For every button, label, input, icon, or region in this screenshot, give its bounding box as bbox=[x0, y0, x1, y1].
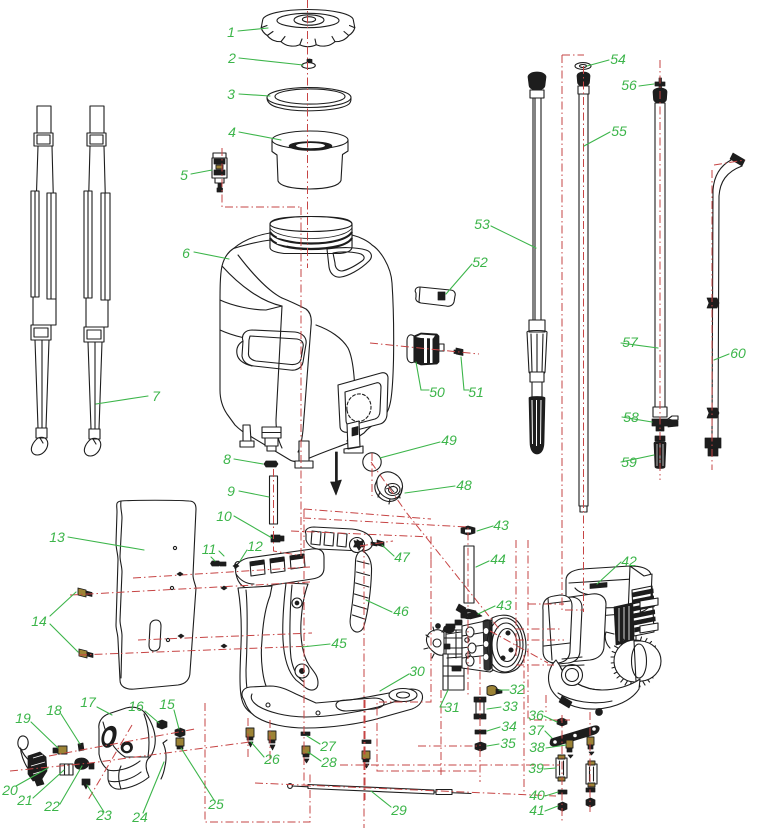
svg-text:13: 13 bbox=[49, 529, 65, 545]
svg-text:57: 57 bbox=[622, 334, 639, 350]
svg-text:1: 1 bbox=[227, 24, 235, 40]
svg-text:41: 41 bbox=[529, 802, 545, 818]
svg-text:48: 48 bbox=[456, 477, 472, 493]
svg-text:21: 21 bbox=[16, 792, 33, 808]
svg-text:7: 7 bbox=[152, 388, 161, 404]
svg-text:2: 2 bbox=[227, 50, 236, 66]
svg-text:59: 59 bbox=[621, 454, 637, 470]
svg-text:40: 40 bbox=[529, 787, 545, 803]
svg-text:37: 37 bbox=[528, 722, 545, 738]
svg-text:16: 16 bbox=[128, 698, 144, 714]
svg-text:25: 25 bbox=[207, 796, 224, 812]
svg-text:54: 54 bbox=[610, 51, 626, 67]
svg-text:10: 10 bbox=[216, 508, 232, 524]
svg-text:26: 26 bbox=[263, 751, 280, 767]
svg-text:27: 27 bbox=[319, 738, 337, 754]
svg-text:52: 52 bbox=[472, 254, 488, 270]
svg-text:43: 43 bbox=[496, 597, 512, 613]
svg-text:11: 11 bbox=[202, 541, 217, 557]
svg-text:30: 30 bbox=[409, 663, 425, 679]
svg-text:42: 42 bbox=[621, 553, 637, 569]
svg-text:17: 17 bbox=[80, 694, 97, 710]
svg-text:55: 55 bbox=[611, 123, 627, 139]
svg-text:43: 43 bbox=[493, 517, 509, 533]
svg-text:35: 35 bbox=[500, 735, 516, 751]
svg-text:20: 20 bbox=[1, 782, 18, 798]
svg-text:8: 8 bbox=[223, 451, 231, 467]
svg-text:23: 23 bbox=[95, 807, 112, 823]
svg-text:47: 47 bbox=[394, 549, 411, 565]
svg-text:29: 29 bbox=[390, 802, 407, 818]
svg-text:9: 9 bbox=[227, 483, 235, 499]
svg-text:31: 31 bbox=[444, 699, 460, 715]
svg-text:60: 60 bbox=[730, 345, 746, 361]
svg-text:14: 14 bbox=[31, 613, 47, 629]
svg-text:4: 4 bbox=[228, 124, 236, 140]
svg-text:33: 33 bbox=[502, 698, 518, 714]
svg-text:34: 34 bbox=[501, 718, 517, 734]
svg-text:22: 22 bbox=[43, 798, 60, 814]
svg-text:56: 56 bbox=[621, 77, 637, 93]
svg-text:28: 28 bbox=[320, 754, 337, 770]
svg-text:32: 32 bbox=[509, 681, 525, 697]
svg-text:44: 44 bbox=[490, 551, 506, 567]
svg-text:5: 5 bbox=[180, 167, 188, 183]
svg-text:51: 51 bbox=[468, 384, 484, 400]
svg-text:24: 24 bbox=[131, 809, 148, 825]
svg-text:19: 19 bbox=[15, 710, 31, 726]
svg-text:39: 39 bbox=[528, 760, 544, 776]
svg-text:3: 3 bbox=[227, 86, 235, 102]
svg-text:36: 36 bbox=[528, 707, 544, 723]
svg-text:12: 12 bbox=[247, 538, 263, 554]
svg-text:53: 53 bbox=[474, 216, 490, 232]
svg-text:58: 58 bbox=[623, 409, 639, 425]
svg-text:45: 45 bbox=[331, 635, 347, 651]
svg-text:50: 50 bbox=[429, 384, 445, 400]
svg-text:6: 6 bbox=[182, 245, 190, 261]
svg-text:38: 38 bbox=[529, 739, 545, 755]
svg-text:15: 15 bbox=[159, 696, 175, 712]
svg-text:46: 46 bbox=[393, 603, 409, 619]
svg-text:49: 49 bbox=[441, 432, 457, 448]
svg-text:18: 18 bbox=[46, 702, 62, 718]
